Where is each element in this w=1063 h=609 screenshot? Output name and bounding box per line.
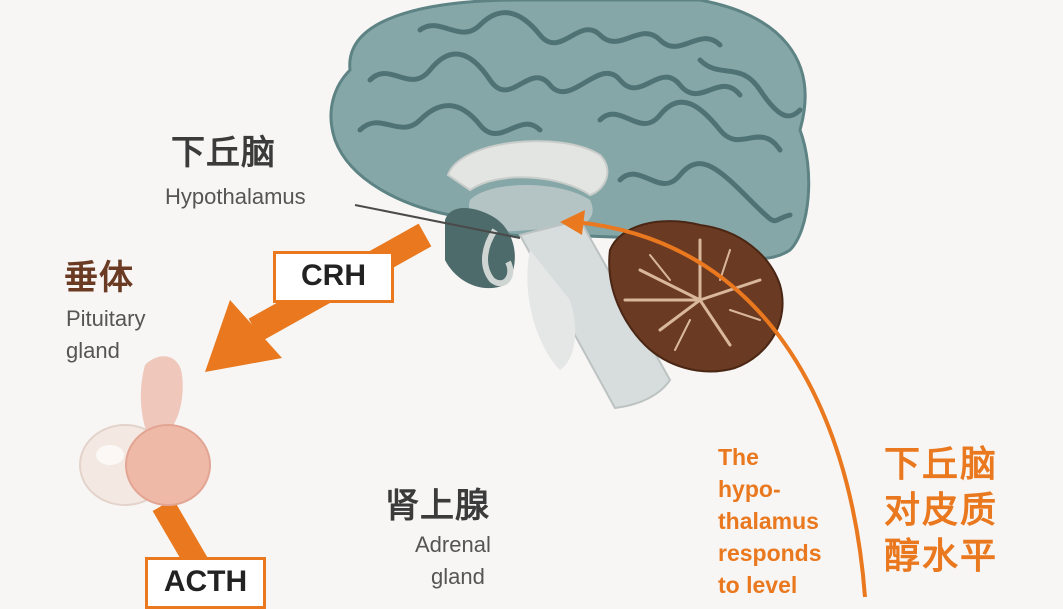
feedback-note-zh-line: 醇水平 [884, 536, 999, 577]
adrenal-label-en-line2: gland [431, 564, 485, 589]
feedback-note-line: to level [718, 572, 798, 598]
feedback-note-line: responds [718, 540, 822, 566]
brain-illustration [329, 0, 811, 410]
feedback-note-en: The hypo- thalamus responds to level [718, 441, 848, 601]
hypothalamus-pointer-line [354, 204, 521, 239]
feedback-note-line: The [718, 444, 759, 470]
adrenal-label-zh: 肾上腺 [385, 486, 490, 526]
adrenal-label-en-line1: Adrenal [415, 532, 491, 557]
pituitary-gland-illustration [79, 356, 211, 506]
pituitary-label-en-line2: gland [66, 338, 120, 363]
feedback-note-zh-line: 对皮质 [884, 490, 999, 531]
feedback-note-line: thalamus [718, 508, 819, 534]
acth-label-box: ACTH [145, 557, 266, 609]
pituitary-label-en-line1: Pituitary [66, 306, 146, 331]
feedback-note-line: hypo- [718, 476, 781, 502]
pituitary-label-zh: 垂体 [64, 258, 134, 298]
crh-label-box: CRH [273, 251, 394, 303]
hypothalamus-label-zh: 下丘脑 [171, 133, 276, 173]
feedback-note-zh-line: 下丘脑 [884, 444, 999, 485]
acth-arrow-shaft [152, 498, 209, 572]
crh-arrowhead [205, 300, 282, 372]
hypothalamus-label-en: Hypothalamus [165, 184, 306, 209]
feedback-arrow [574, 220, 867, 597]
feedback-arrowhead [560, 210, 585, 235]
feedback-note-zh: 下丘脑 对皮质 醇水平 [884, 442, 1059, 580]
